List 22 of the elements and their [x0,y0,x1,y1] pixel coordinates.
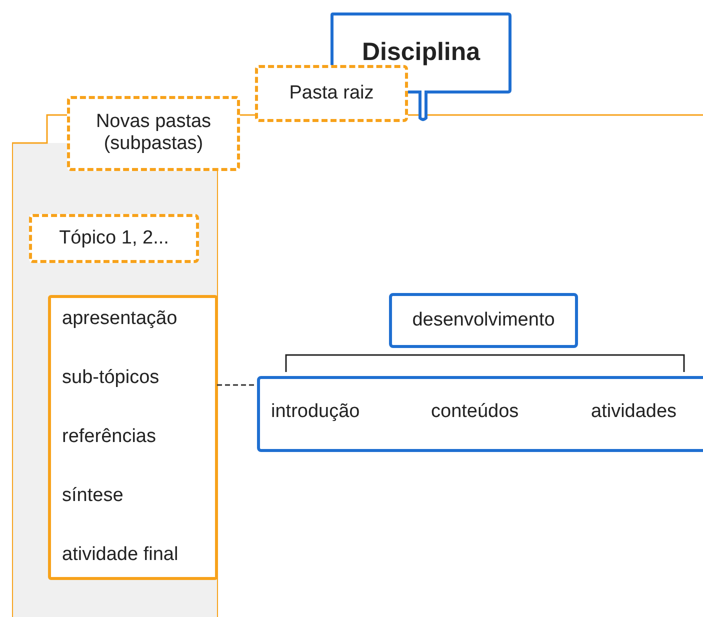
connector-line [217,384,257,386]
list-item: sub-tópicos [62,367,160,390]
folder-box [255,65,408,122]
list-box [48,295,218,580]
list-item: referências [62,426,156,449]
list-item: atividade final [62,544,178,567]
content-box [257,376,703,452]
topic-box [389,293,578,348]
folder-box [29,214,199,263]
label: Tópico 1, 2... [58,227,170,250]
connector-line [12,114,67,144]
list-item: síntese [62,485,124,508]
label: Novas pastas (subpastas) [94,110,212,156]
label: Pasta raiz [288,82,375,105]
item-label: atividades [591,401,677,424]
item-label: introdução [271,401,360,424]
list-item: apresentação [62,308,178,331]
title: Disciplina [360,37,482,67]
connector-line [240,114,255,116]
folder-box [67,96,240,171]
label: desenvolvimento [411,309,556,332]
item-label: conteúdos [431,401,519,424]
